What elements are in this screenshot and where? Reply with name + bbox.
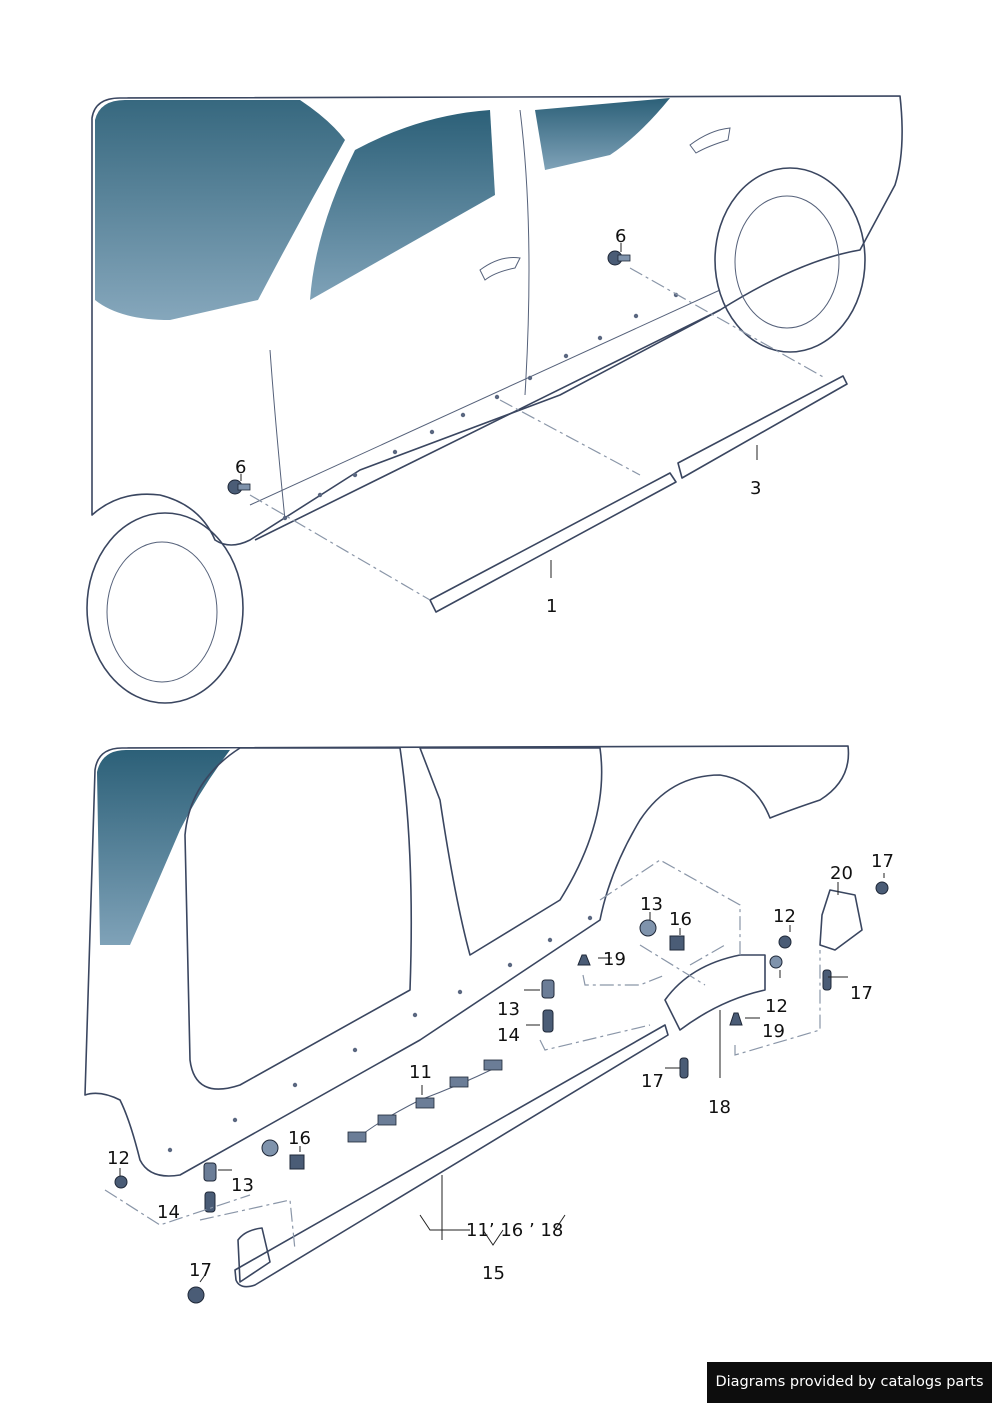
sill-trim-part-18 bbox=[664, 954, 766, 1031]
callout-17-top-right: 17 bbox=[871, 851, 894, 872]
label-box-6-upper bbox=[607, 210, 635, 236]
screw-icon-lower bbox=[227, 479, 251, 495]
callout-16-left: 16 bbox=[288, 1128, 311, 1149]
callout-12-left: 12 bbox=[107, 1148, 130, 1169]
front-door-window bbox=[535, 98, 670, 170]
assembly-guide-lines-bottom bbox=[104, 859, 821, 1251]
door-frame-opening bbox=[184, 747, 413, 1090]
rocker-line-low bbox=[254, 309, 721, 541]
car-body-top bbox=[91, 95, 903, 546]
callout-17-mid: 17 bbox=[641, 1071, 664, 1092]
label-box-6-lower bbox=[227, 437, 255, 463]
callout-6-lower: 6 bbox=[235, 457, 246, 478]
callout-1: 1 bbox=[546, 596, 557, 617]
callout-13-mid: 13 bbox=[497, 999, 520, 1020]
top-illustration-car-side bbox=[86, 95, 903, 704]
callout-19-top: 19 bbox=[603, 949, 626, 970]
callout-13-left: 13 bbox=[231, 1175, 254, 1196]
bottom-rear-window bbox=[97, 750, 230, 945]
callout-14-mid: 14 bbox=[497, 1025, 520, 1046]
door-seam-mid bbox=[519, 109, 530, 396]
trim-strip-part-3 bbox=[677, 375, 848, 479]
callout-18: 18 bbox=[708, 1097, 731, 1118]
body-shell-bottom bbox=[84, 745, 850, 1177]
fastener-icons bbox=[114, 881, 889, 1304]
front-door-handle bbox=[689, 127, 731, 154]
callout-combo-11-16-18: 11’ 16 ’ 18 bbox=[466, 1220, 563, 1241]
side-sill-panel-part-15 bbox=[234, 1024, 669, 1288]
rear-door-window bbox=[310, 110, 495, 300]
door-seam-rear bbox=[269, 349, 286, 521]
sill-holes-bottom bbox=[167, 915, 593, 1153]
screw-icon-upper bbox=[607, 250, 631, 266]
clip-strip-part-11 bbox=[347, 1059, 503, 1143]
callout-20: 20 bbox=[830, 863, 853, 884]
front-wheel bbox=[714, 167, 866, 353]
sill-clip-holes bbox=[282, 292, 679, 521]
trim-strip-part-1 bbox=[429, 472, 677, 613]
callout-12-right-mid: 12 bbox=[765, 996, 788, 1017]
callout-17-right: 17 bbox=[850, 983, 873, 1004]
callout-13-top: 13 bbox=[640, 894, 663, 915]
callout-19-right: 19 bbox=[762, 1021, 785, 1042]
callout-11: 11 bbox=[409, 1062, 432, 1083]
rear-window bbox=[95, 100, 345, 320]
callout-16-top: 16 bbox=[669, 909, 692, 930]
callout-3: 3 bbox=[750, 478, 761, 499]
callout-14-left: 14 bbox=[157, 1202, 180, 1223]
door-frame-opening-front bbox=[419, 747, 603, 956]
leader-lines-bottom bbox=[119, 873, 885, 1283]
assembly-guide-lines-top bbox=[249, 267, 826, 601]
callout-15: 15 bbox=[482, 1263, 505, 1284]
bracket-part-20 bbox=[819, 889, 863, 951]
rocker-line bbox=[249, 289, 721, 506]
callout-6-upper: 6 bbox=[615, 226, 626, 247]
rear-door-handle bbox=[479, 257, 521, 281]
rear-wheel bbox=[86, 512, 244, 704]
callout-17-left: 17 bbox=[189, 1260, 212, 1281]
bottom-illustration-body-sill bbox=[84, 745, 889, 1304]
side-sill-front-end bbox=[237, 1227, 271, 1283]
footer-credit: Diagrams provided by catalogs parts bbox=[707, 1362, 992, 1403]
callout-12-right-top: 12 bbox=[773, 906, 796, 927]
